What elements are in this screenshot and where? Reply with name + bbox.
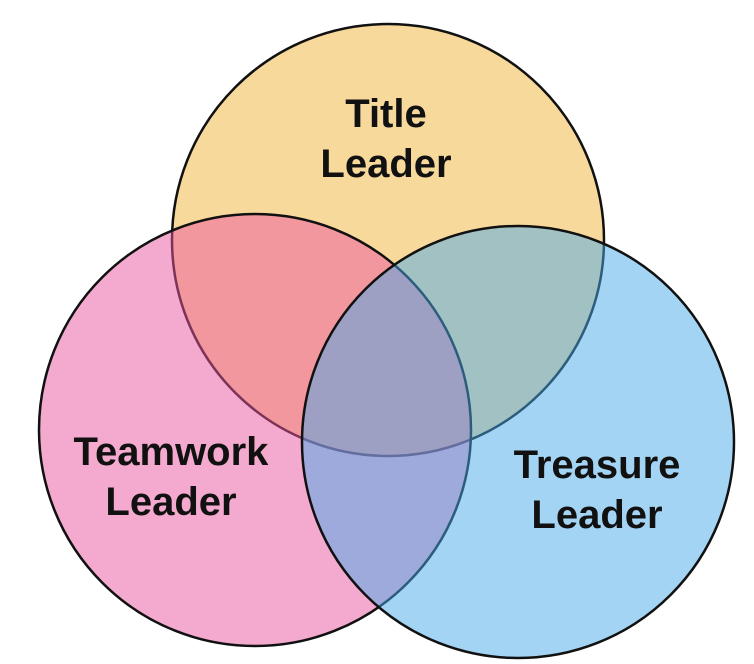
title-leader-label-line1: Title [345, 92, 427, 136]
teamwork-leader-label-line2: Leader [105, 480, 236, 524]
treasure-leader-circle [300, 224, 736, 660]
treasure-leader-label-line1: Treasure [514, 443, 681, 487]
title-leader-label-line2: Leader [320, 142, 451, 186]
teamwork-leader-label-line1: Teamwork [74, 430, 270, 474]
teamwork-leader-label: Teamwork Leader [74, 430, 270, 524]
treasure-leader-label-line2: Leader [531, 493, 662, 537]
title-leader-label: Title Leader [320, 92, 451, 186]
circle-layer [37, 22, 736, 660]
treasure-leader-label: Treasure Leader [514, 443, 681, 537]
